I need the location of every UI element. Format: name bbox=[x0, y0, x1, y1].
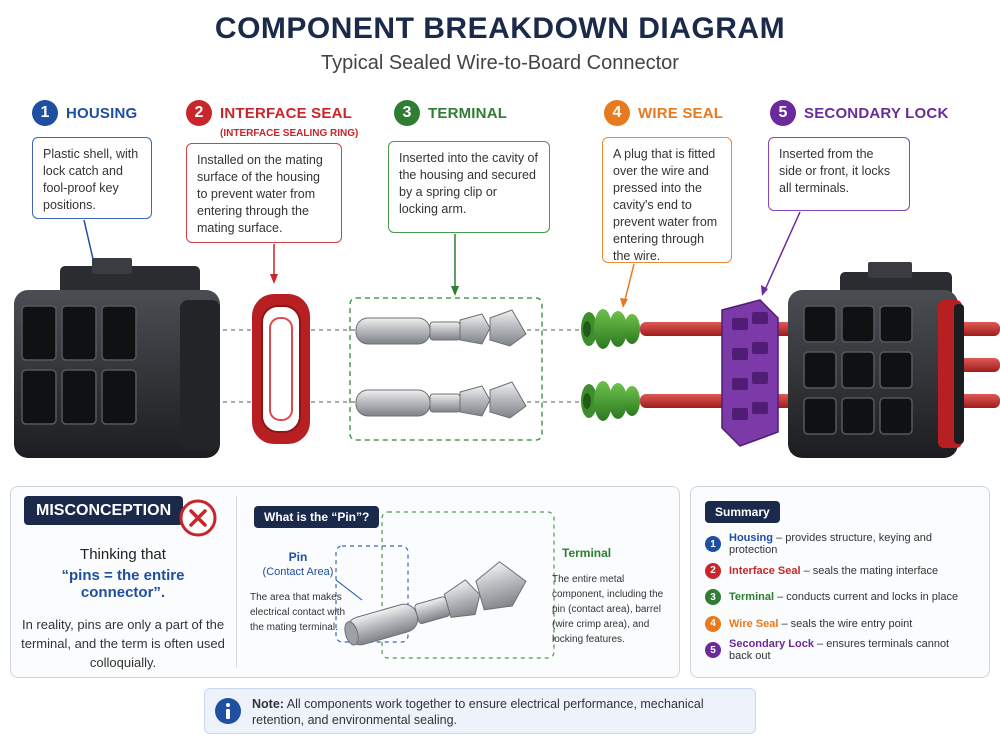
connector-exploded-illustration bbox=[14, 211, 1000, 458]
pin-description: The area that makes electrical contact w… bbox=[250, 592, 346, 633]
terminal-illustration bbox=[349, 297, 543, 441]
terminal-description: The entire metal component, including th… bbox=[552, 574, 664, 645]
terminal-description: Inserted into the cavity of the housing … bbox=[388, 141, 550, 233]
summary-item-text: – conducts current and locks in place bbox=[777, 591, 959, 604]
misconception-line2: “pins = the entire connector”. bbox=[61, 567, 185, 601]
page-subtitle: Typical Sealed Wire-to-Board Connector bbox=[321, 52, 679, 74]
summary-item-text: – provides structure, keying and protect… bbox=[729, 532, 932, 557]
number-badge: 5 bbox=[770, 100, 796, 126]
summary-item: 4 Wire Seal – seals the wire entry point bbox=[705, 611, 975, 638]
panel-divider bbox=[236, 496, 237, 668]
secondary-lock-heading: 5 SECONDARY LOCK bbox=[770, 100, 948, 126]
summary-item: 5 Secondary Lock – ensures terminals can… bbox=[705, 637, 975, 664]
interface-seal-heading: 2 INTERFACE SEAL (INTERFACE SEALING RING… bbox=[186, 100, 358, 139]
number-badge: 3 bbox=[705, 589, 721, 606]
housing-description: Plastic shell, with lock catch and fool-… bbox=[32, 137, 152, 219]
number-badge: 1 bbox=[32, 100, 58, 126]
info-icon bbox=[214, 697, 242, 730]
summary-item-name: Interface Seal bbox=[729, 564, 801, 577]
summary-item: 1 Housing – provides structure, keying a… bbox=[705, 531, 975, 558]
secondary-lock-description: Inserted from the side or front, it lock… bbox=[768, 137, 910, 211]
number-badge: 1 bbox=[705, 536, 721, 553]
pin-subtitle: (Contact Area) bbox=[262, 566, 334, 578]
x-circle-icon bbox=[178, 498, 218, 543]
component-name: HOUSING bbox=[66, 104, 138, 122]
summary-item-text: – ensures terminals cannot back out bbox=[729, 638, 950, 663]
misconception-header: MISCONCEPTION bbox=[24, 496, 184, 525]
component-subname: (INTERFACE SEALING RING) bbox=[220, 128, 359, 139]
secondary-lock-illustration bbox=[721, 299, 779, 447]
pin-title: Pin bbox=[288, 550, 308, 564]
summary-item-name: Secondary Lock bbox=[729, 638, 814, 651]
assembled-connector-illustration bbox=[788, 262, 964, 458]
misconception-statement: Thinking that “pins = the entire connect… bbox=[20, 546, 226, 672]
number-badge: 2 bbox=[705, 562, 721, 579]
summary-title: Summary bbox=[705, 501, 780, 523]
wire-seal-illustration bbox=[581, 309, 640, 421]
misconception-badge: MISCONCEPTION bbox=[24, 496, 184, 525]
number-badge: 2 bbox=[186, 100, 212, 126]
summary-item-name: Housing bbox=[729, 532, 773, 545]
summary-item-name: Wire Seal bbox=[729, 617, 779, 630]
summary-item-text: – seals the mating interface bbox=[803, 564, 939, 577]
number-badge: 4 bbox=[705, 615, 721, 632]
summary-item: 3 Terminal – conducts current and locks … bbox=[705, 584, 975, 611]
component-name: WIRE SEAL bbox=[638, 104, 724, 122]
summary-item: 2 Interface Seal – seals the mating inte… bbox=[705, 558, 975, 585]
interface-seal-illustration bbox=[252, 294, 310, 444]
alignment-axes bbox=[215, 329, 800, 403]
terminal-heading: 3 TERMINAL bbox=[394, 100, 507, 126]
page-title: COMPONENT BREAKDOWN DIAGRAM bbox=[214, 12, 786, 45]
component-name: SECONDARY LOCK bbox=[804, 104, 949, 122]
component-name: TERMINAL bbox=[428, 104, 508, 122]
wire-seal-heading: 4 WIRE SEAL bbox=[604, 100, 723, 126]
number-badge: 5 bbox=[705, 642, 721, 659]
note-bar bbox=[204, 688, 756, 734]
housing-illustration bbox=[14, 258, 220, 458]
terminal-title: Terminal bbox=[562, 546, 612, 560]
misconception-body: In reality, pins are only a part of the … bbox=[21, 617, 225, 670]
note-text: Note: All components work together to en… bbox=[252, 696, 748, 728]
misconception-line1: Thinking that bbox=[80, 546, 166, 563]
note-label: Note: bbox=[252, 697, 284, 711]
pin-annotation: Pin (Contact Area) The area that makes e… bbox=[250, 550, 346, 635]
pin-terminal-illustration bbox=[335, 511, 555, 659]
component-name: INTERFACE SEAL bbox=[220, 104, 352, 122]
number-badge: 4 bbox=[604, 100, 630, 126]
interface-seal-description: Installed on the mating surface of the h… bbox=[186, 143, 342, 243]
terminal-annotation: Terminal The entire metal component, inc… bbox=[552, 546, 674, 647]
summary-item-name: Terminal bbox=[729, 591, 775, 604]
wire-seal-description: A plug that is fitted over the wire and … bbox=[602, 137, 732, 263]
summary-panel: Summary 1 Housing – provides structure, … bbox=[690, 486, 990, 678]
summary-item-text: – seals the wire entry point bbox=[781, 617, 913, 630]
number-badge: 3 bbox=[394, 100, 420, 126]
housing-heading: 1 HOUSING bbox=[32, 100, 137, 126]
pin-panel-header: What is the “Pin”? bbox=[254, 506, 380, 528]
note-body: All components work together to ensure e… bbox=[252, 697, 704, 727]
